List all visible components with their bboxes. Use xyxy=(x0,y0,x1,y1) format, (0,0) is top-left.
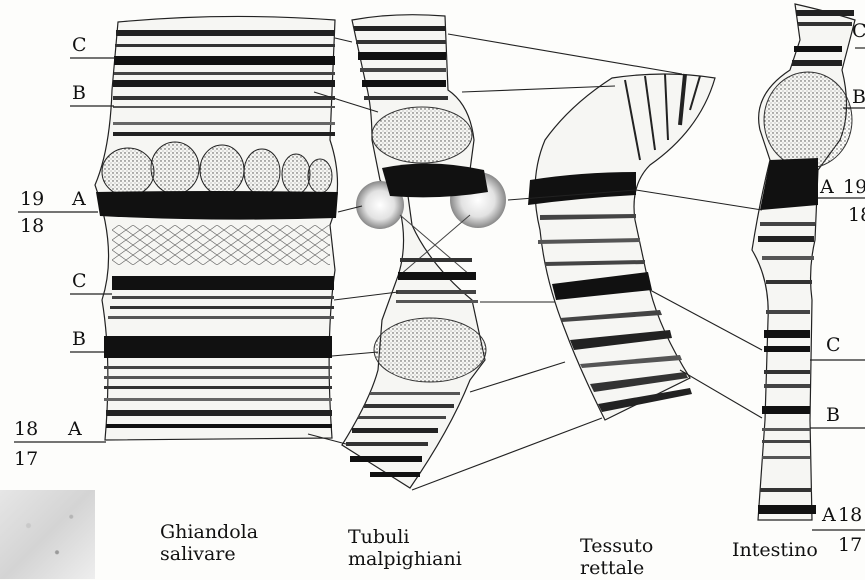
left-label-a-mid: A xyxy=(72,190,86,209)
right-label-c-mid: C xyxy=(826,336,841,355)
rectal-outline xyxy=(535,74,715,420)
caption-salivary-line1: Ghiandola xyxy=(160,522,258,544)
chromosome-malpighian-tubules xyxy=(342,15,506,488)
caption-intestine: Intestino xyxy=(732,540,818,562)
left-label-18-low: 18 xyxy=(14,420,38,439)
right-label-a-low: A xyxy=(822,506,836,525)
left-label-c-mid: C xyxy=(72,272,87,291)
left-label-19: 19 xyxy=(20,190,44,209)
right-label-b-mid: B xyxy=(826,406,840,425)
malpighian-puff-lower xyxy=(374,318,486,382)
caption-salivary-gland: Ghiandola salivare xyxy=(160,522,258,566)
caption-malpighian-line2: malpighiani xyxy=(348,549,462,571)
left-label-c-top: C xyxy=(72,36,87,55)
caption-rectal-line1: Tessuto xyxy=(580,536,653,558)
left-label-a-low: A xyxy=(68,420,82,439)
caption-malpighian-tubules: Tubuli malpighiani xyxy=(348,527,462,571)
caption-rectal-tissue: Tessuto rettale xyxy=(580,536,653,580)
right-label-17: 17 xyxy=(838,536,862,555)
left-label-17: 17 xyxy=(14,450,38,469)
right-label-18: 18 xyxy=(848,206,865,225)
right-label-a-mid: A xyxy=(820,178,834,197)
chromosome-intestine xyxy=(752,4,855,520)
caption-salivary-line2: salivare xyxy=(160,544,258,566)
left-label-b-mid: B xyxy=(72,330,86,349)
left-label-b-top: B xyxy=(72,84,86,103)
right-label-c-top: C xyxy=(852,22,865,41)
right-label-b-top: B xyxy=(852,88,865,107)
intestine-puff xyxy=(764,72,852,168)
right-label-19: 19 xyxy=(843,178,865,197)
right-label-18-low: 18 xyxy=(838,506,862,525)
chromosome-rectal-tissue xyxy=(528,74,715,420)
caption-malpighian-line1: Tubuli xyxy=(348,527,462,549)
salivary-cross-region xyxy=(112,225,330,265)
caption-rectal-line2: rettale xyxy=(580,558,653,580)
chromosome-salivary-gland xyxy=(95,16,338,440)
left-label-18: 18 xyxy=(20,217,44,236)
left-label-lines xyxy=(14,58,115,442)
malpighian-puff-upper xyxy=(372,107,472,163)
